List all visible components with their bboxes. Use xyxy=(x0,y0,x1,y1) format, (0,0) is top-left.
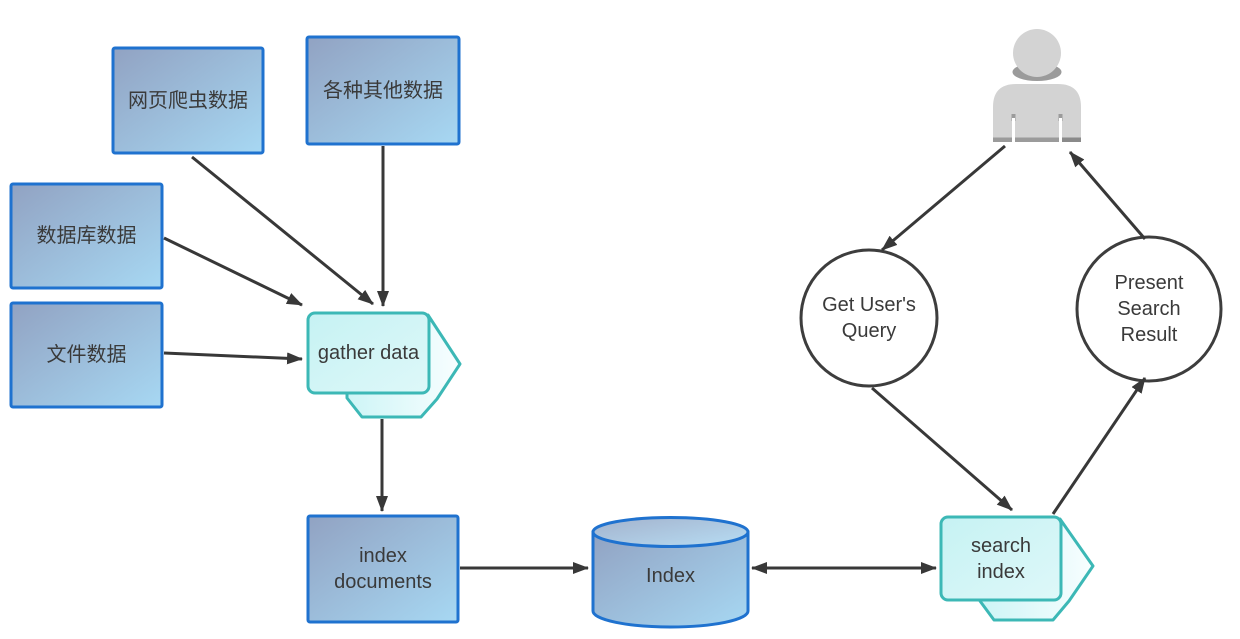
index-documents-box xyxy=(306,514,460,624)
other-data-box xyxy=(305,35,461,146)
person-icon xyxy=(993,29,1081,142)
web-crawler-data-box xyxy=(111,46,265,155)
arrow-database-to-gather xyxy=(163,236,303,307)
present-search-result-circle xyxy=(1075,235,1223,383)
person-body-base xyxy=(993,137,1081,142)
person-body xyxy=(993,84,1081,142)
arrows xyxy=(163,144,1147,574)
index-cylinder xyxy=(591,516,750,629)
arrow-user-to-get-query xyxy=(881,144,1006,252)
file-data-box xyxy=(9,301,164,409)
get-users-query-circle xyxy=(799,248,939,388)
person-head xyxy=(1013,29,1061,77)
person-body-base-right xyxy=(1062,137,1081,142)
search-index-shape xyxy=(939,515,1063,602)
gather-data-shape xyxy=(306,311,431,395)
arrow-web-crawler-to-gather xyxy=(191,155,374,306)
database-data-box xyxy=(9,182,164,290)
arrow-file-data-to-gather xyxy=(163,351,303,365)
arrow-present-to-user xyxy=(1068,151,1147,240)
arrow-search-index-to-present xyxy=(1051,377,1147,515)
arrow-get-query-to-search-index xyxy=(871,386,1013,512)
